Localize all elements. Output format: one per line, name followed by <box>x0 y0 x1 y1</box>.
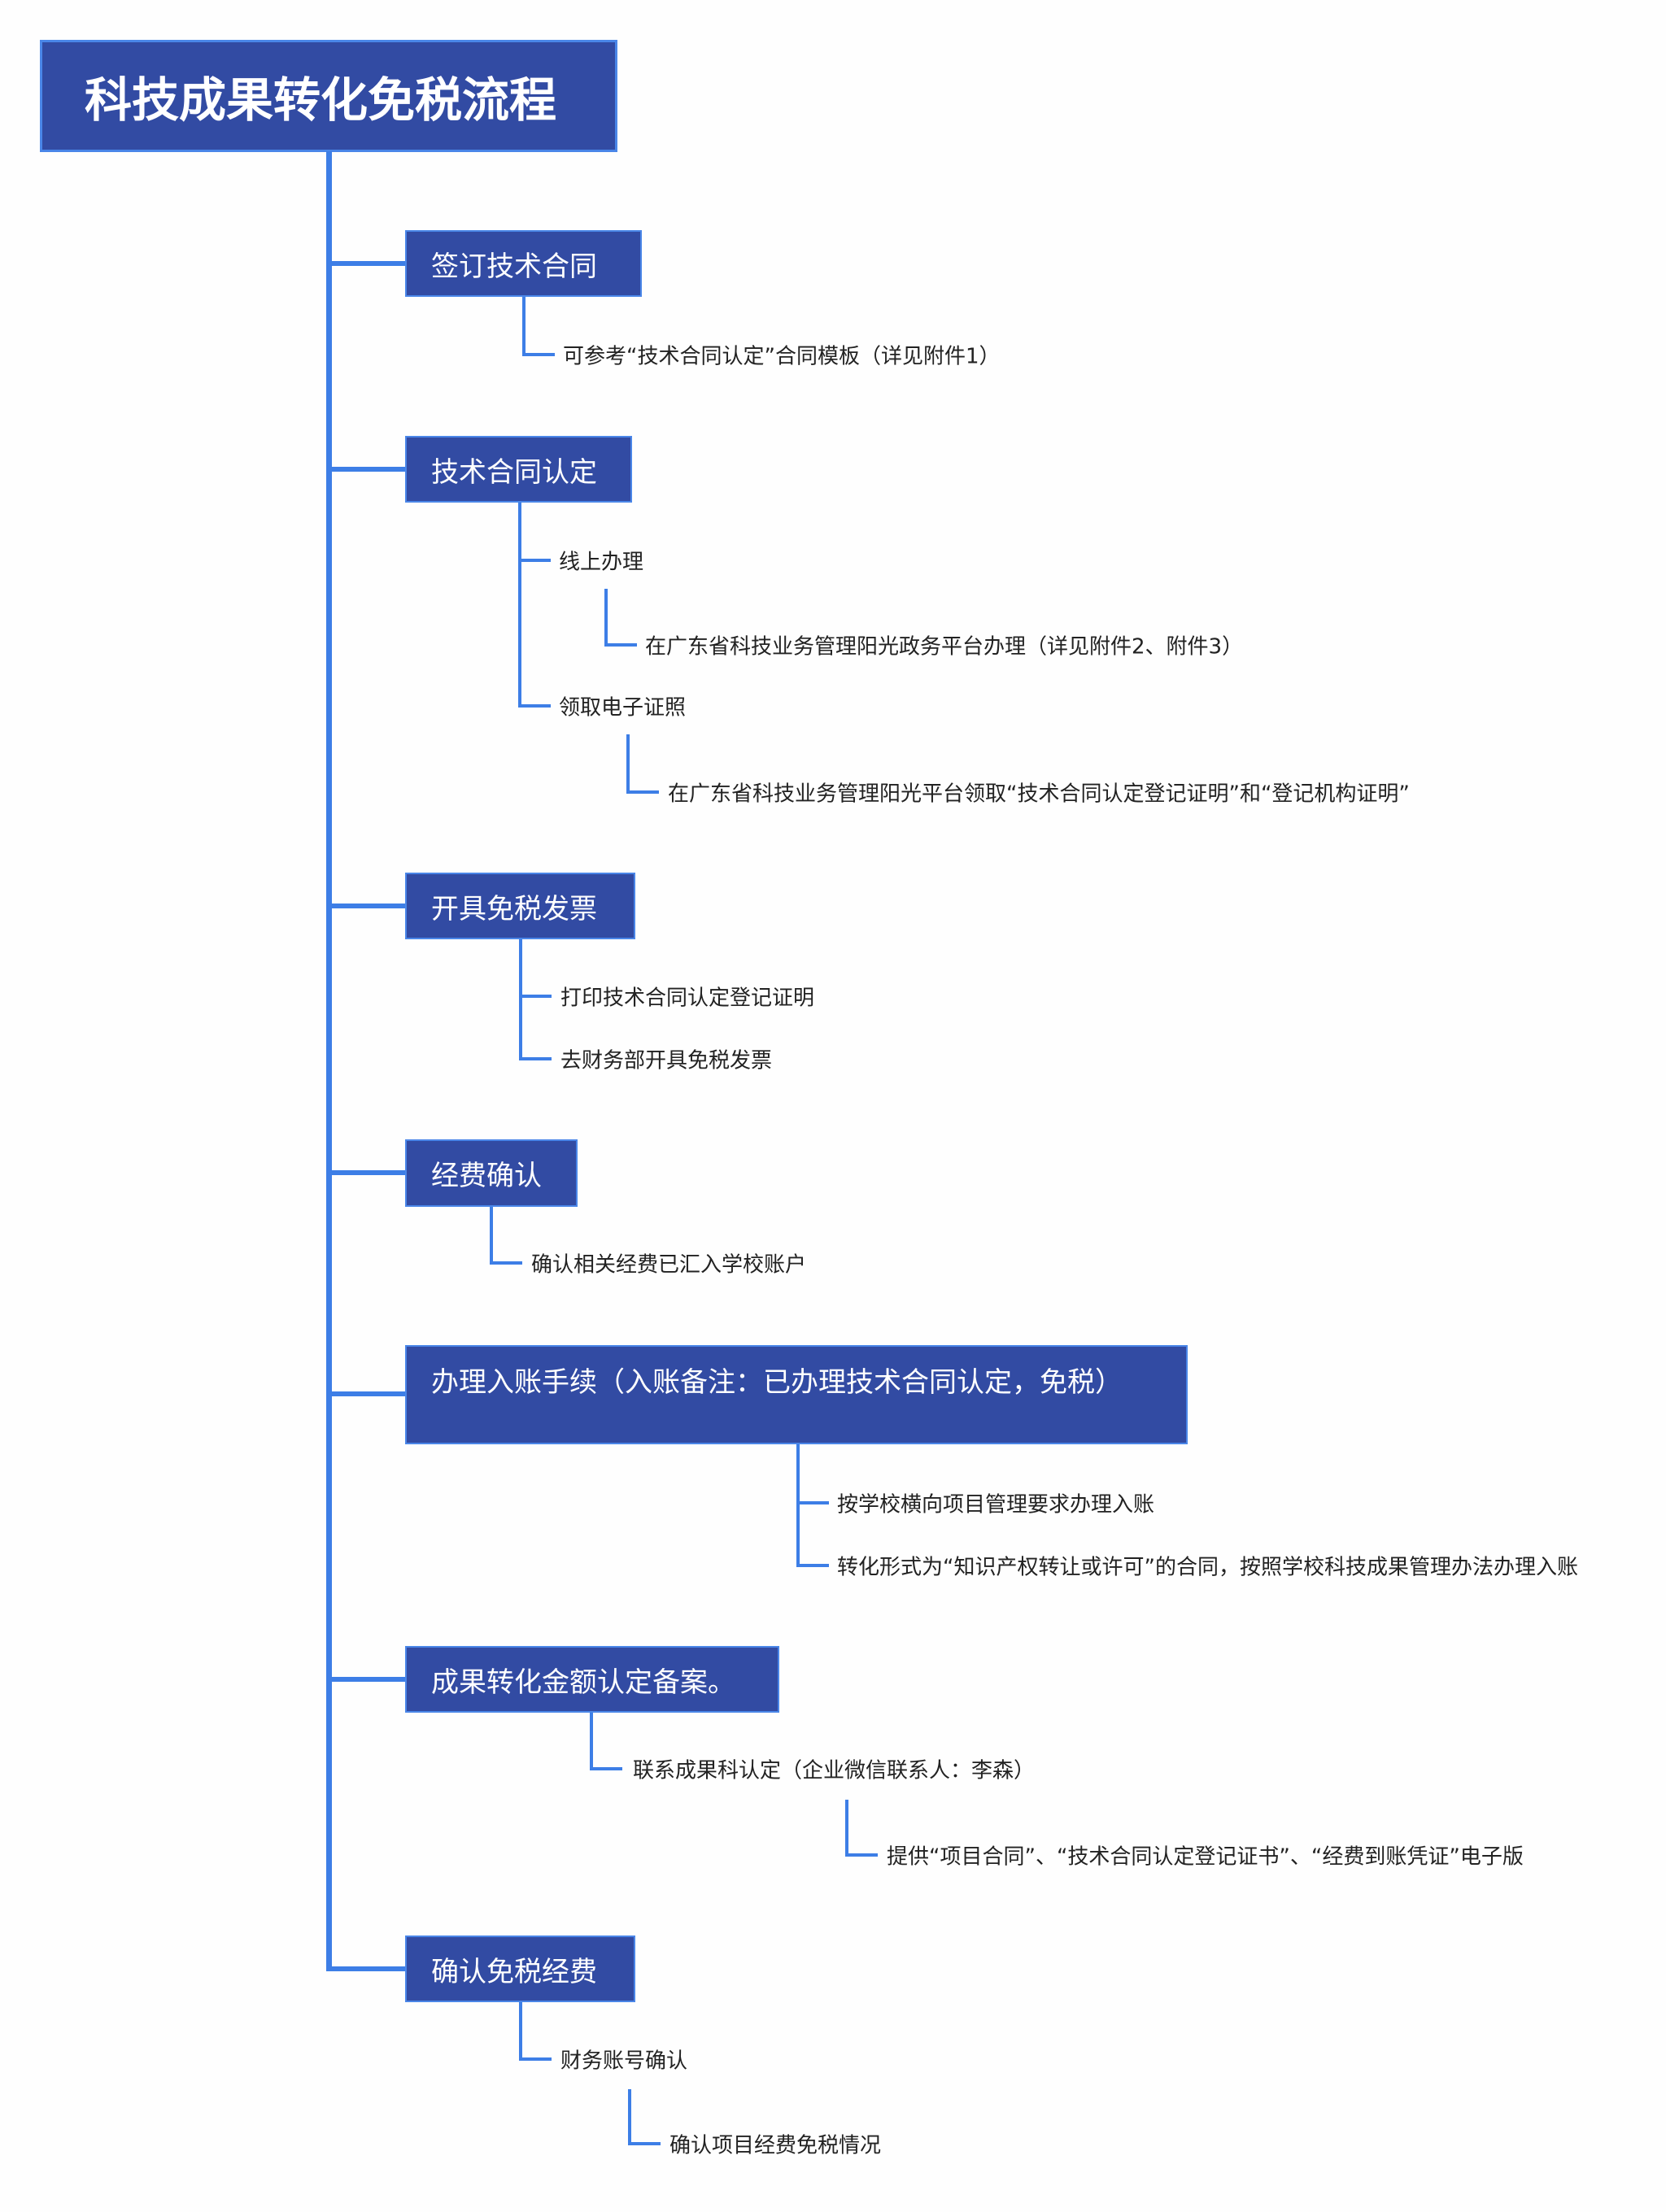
connector <box>519 2002 522 2061</box>
grandchild-text: 提供“项目合同”、“技术合同认定登记证书”、“经费到账凭证”电子版 <box>887 1844 1524 1870</box>
connector <box>519 939 522 1060</box>
connector <box>490 1261 522 1265</box>
child-text: 去财务部开具免税发票 <box>560 1048 773 1073</box>
node-label: 成果转化金额认定备案。 <box>431 1666 735 1699</box>
connector <box>845 1800 848 1857</box>
connector <box>604 589 608 647</box>
connector <box>326 1677 406 1682</box>
connector <box>845 1853 878 1857</box>
diagram-title: 科技成果转化免税流程 <box>40 40 617 152</box>
step-node-contract-certification[interactable]: 技术合同认定 <box>405 436 632 503</box>
connector <box>326 904 406 908</box>
connector <box>796 1444 800 1567</box>
grandchild-text: 确认项目经费免税情况 <box>669 2133 882 2158</box>
connector <box>626 734 630 794</box>
connector <box>604 643 637 647</box>
child-text: 确认相关经费已汇入学校账户 <box>531 1252 807 1278</box>
node-label: 开具免税发票 <box>431 892 597 925</box>
child-text: 联系成果科认定（企业微信联系人：李森） <box>633 1758 1036 1783</box>
connector <box>326 1966 406 1971</box>
connector <box>796 1501 829 1504</box>
connector <box>518 503 521 708</box>
step-node-fund-confirm[interactable]: 经费确认 <box>405 1139 578 1207</box>
connector <box>518 559 551 562</box>
connector <box>628 2142 661 2145</box>
connector <box>522 297 526 356</box>
connector <box>590 1767 622 1770</box>
connector <box>519 2057 552 2061</box>
node-label: 经费确认 <box>431 1160 542 1192</box>
node-label: 技术合同认定 <box>431 455 597 489</box>
step-node-confirm-taxfree[interactable]: 确认免税经费 <box>405 1936 635 2002</box>
connector <box>628 2089 631 2145</box>
connector <box>522 353 555 356</box>
child-text: 领取电子证照 <box>559 695 687 721</box>
connector <box>518 704 551 708</box>
connector <box>490 1207 493 1265</box>
connector <box>590 1713 593 1770</box>
grandchild-text: 在广东省科技业务管理阳光政务平台办理（详见附件2、附件3） <box>645 634 1244 660</box>
connector <box>519 995 552 998</box>
step-node-sign-contract[interactable]: 签订技术合同 <box>405 230 642 297</box>
node-label: 确认免税经费 <box>431 1955 597 1988</box>
step-node-amount-filing[interactable]: 成果转化金额认定备案。 <box>405 1646 779 1713</box>
trunk-connector <box>326 151 332 1971</box>
child-text: 按学校横向项目管理要求办理入账 <box>837 1492 1155 1517</box>
connector <box>326 261 406 266</box>
connector <box>326 467 406 472</box>
connector <box>796 1564 829 1567</box>
child-text: 转化形式为“知识产权转让或许可”的合同，按照学校科技成果管理办法办理入账 <box>837 1555 1578 1580</box>
grandchild-text: 在广东省科技业务管理阳光平台领取“技术合同认定登记证明”和“登记机构证明” <box>668 782 1410 807</box>
child-text: 财务账号确认 <box>560 2049 688 2074</box>
node-label: 办理入账手续（入账备注：已办理技术合同认定，免税） <box>431 1366 1123 1399</box>
child-text: 线上办理 <box>559 550 644 575</box>
connector <box>326 1391 406 1396</box>
child-text: 可参考“技术合同认定”合同模板（详见附件1） <box>563 344 1001 369</box>
connector <box>626 790 659 794</box>
step-node-issue-invoice[interactable]: 开具免税发票 <box>405 873 635 939</box>
node-label: 签订技术合同 <box>431 250 597 283</box>
connector <box>519 1057 552 1060</box>
child-text: 打印技术合同认定登记证明 <box>560 986 815 1011</box>
connector <box>326 1170 406 1175</box>
step-node-accounting[interactable]: 办理入账手续（入账备注：已办理技术合同认定，免税） <box>405 1345 1188 1444</box>
